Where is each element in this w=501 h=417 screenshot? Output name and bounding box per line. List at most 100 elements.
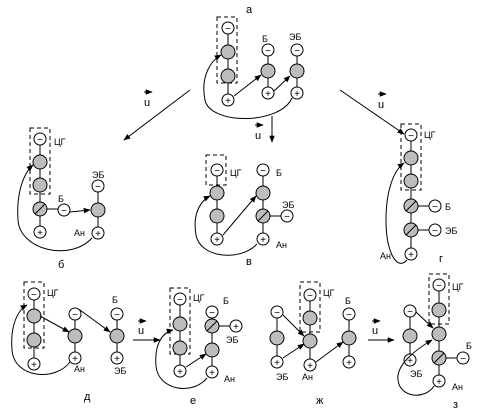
gray-node [209,185,225,201]
minus-sign: − [260,166,266,177]
plus-node [256,232,270,246]
minus-node [261,43,275,57]
label-b: Б [262,34,268,44]
minus-node [290,43,304,57]
cg-frame [216,16,238,84]
plus-sign: + [307,361,313,372]
plus-node [432,374,446,388]
minus-sign: − [294,46,300,57]
transition-arrow [123,89,191,141]
label-cg: ЦГ [54,137,66,147]
minus-node [342,307,356,321]
panel-d: − + ЦГ − + Ан − + Б ЭБ д [11,281,126,403]
curved-arrow [155,328,208,389]
arrow [282,314,305,337]
minus-node [404,128,418,142]
label-an: Ан [276,240,287,250]
panel-label-e: е [190,395,196,407]
label-cg: ЦГ [47,288,59,298]
minus-sign: − [284,212,290,223]
panel-v: − + ЦГ − Б + − ЭБ Ан в [194,154,294,268]
curved-arrow [11,304,71,375]
gray-node [220,68,236,84]
minus-node [210,163,224,177]
arrow [273,75,291,92]
label-cg: ЦГ [323,288,335,298]
minus-sign: − [72,310,78,321]
cg-frame [23,281,45,349]
panel-g: − + ЦГ − Б − ЭБ Ан г [380,123,457,265]
plus-node [205,365,219,379]
plus-sign: + [346,358,352,369]
minus-sign: − [37,135,43,146]
minus-node [270,305,284,319]
minus-node [91,179,105,193]
plus-node [261,86,275,100]
label-eb: ЭБ [226,335,238,345]
panel-a: − + − + Б − + ЭБ а [203,4,305,119]
panel-z: − + ЦГ − Б Ан − + ЭБ з [397,273,472,411]
minus-sign: − [225,24,231,35]
plus-sign: + [177,367,183,378]
gray-node [260,63,276,79]
label-eb: ЭБ [410,369,422,379]
plus-node [404,247,418,261]
plus-node [270,355,284,369]
label-eb: ЭБ [289,32,301,42]
label-eb: ЭБ [445,226,457,236]
minus-sign: − [114,310,120,321]
arrow [222,195,257,236]
gray-node [32,154,48,170]
minus-node [428,199,442,213]
gray-node [431,302,447,318]
transition-d-e: u [133,318,161,343]
label-an: Ан [74,364,85,374]
gray-node [402,328,418,344]
transition-arrow [339,89,405,135]
minus-sign: − [209,308,215,319]
split-mark [433,352,445,364]
label-b: Б [345,296,351,306]
label-cg: ЦГ [424,130,436,140]
plus-sign: + [37,228,43,239]
panel-b: − + − Б ЦГ − + ЭБ Ан б [17,127,106,271]
minus-node [173,292,187,306]
minus-node [280,209,294,223]
curved-arrow [194,195,258,256]
gray-node [204,342,220,358]
label-b: Б [276,168,282,178]
panel-zh: − + ЦГ Ан − + ЭБ − + Б ж [269,281,357,407]
curved-arrow [385,162,408,264]
minus-sign: − [407,307,413,318]
minus-sign: − [177,295,183,306]
panel-label-g: г [439,253,443,265]
arrow [233,74,262,97]
gray-node [302,333,318,349]
minus-node [27,287,41,301]
gray-node [289,63,305,79]
label-an: Ан [380,251,391,261]
label-b: Б [223,296,229,306]
minus-sign: − [274,308,280,319]
gray-node [255,185,271,201]
panel-label-v: в [246,256,252,268]
panel-label-zh: ж [316,395,324,407]
gray-node [341,330,357,346]
split-mark [257,210,269,222]
plus-sign: + [274,358,280,369]
transition-arrows-top: u u u [123,89,405,143]
minus-sign: − [265,46,271,57]
gray-node [403,150,419,166]
label-eb: ЭБ [114,366,126,376]
vector-u-label: u [378,99,384,111]
panel-e: − + ЦГ − Б + ЭБ + Ан е [155,287,243,407]
minus-sign: − [31,290,37,301]
label-b: Б [466,341,472,351]
panel-label-z: з [453,399,458,411]
gray-node [32,177,48,193]
cg-frame [205,154,227,186]
minus-sign: − [408,131,414,142]
label-eb: ЭБ [276,372,288,382]
plus-node [27,357,41,371]
minus-sign: − [436,281,442,292]
